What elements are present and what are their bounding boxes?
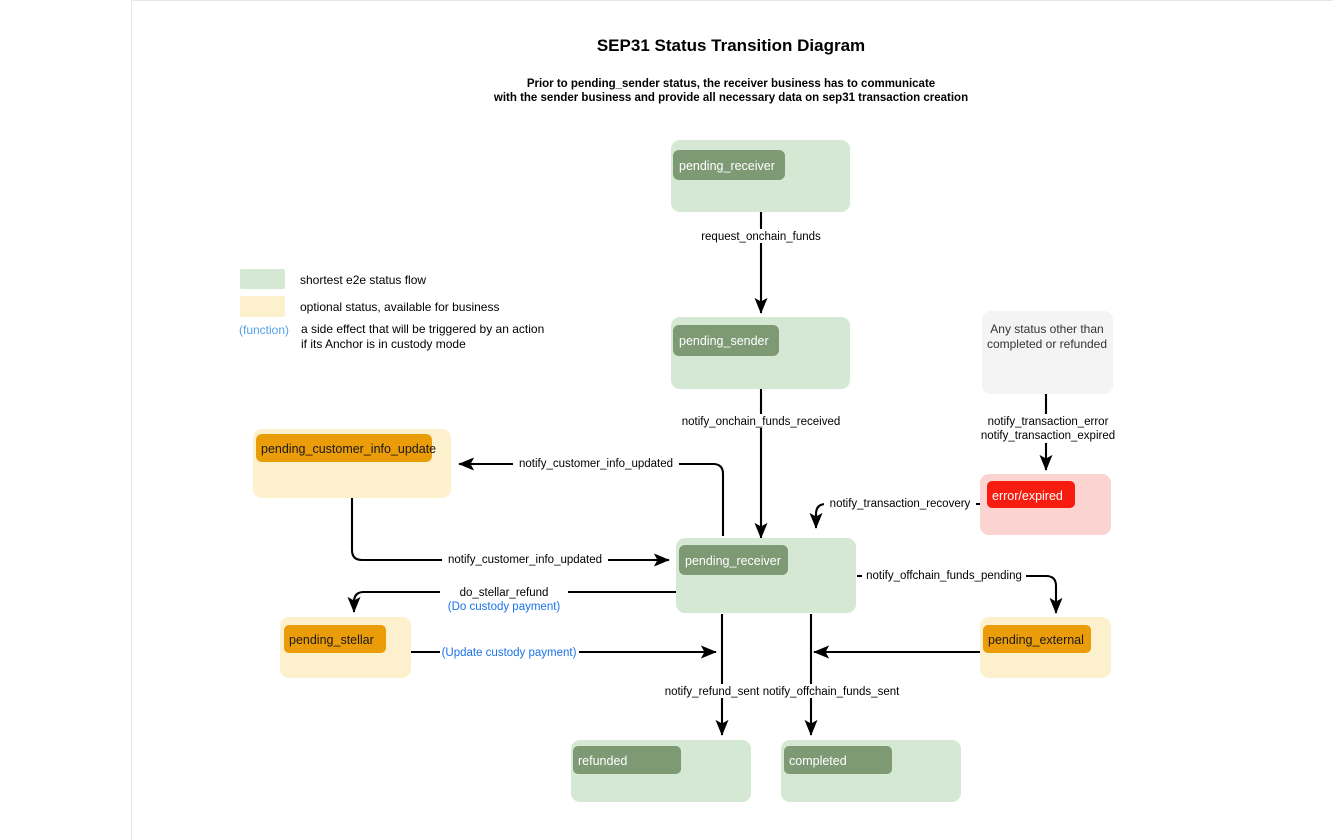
node-pending-receiver-mid[interactable]: pending_receiver	[676, 538, 856, 613]
node-pending-stellar[interactable]: pending_stellar	[280, 617, 411, 678]
edge-do-stellar-refund: do_stellar_refund (Do custody payment)	[347, 577, 676, 613]
edge-label-notify-refund-sent: notify_refund_sent	[665, 686, 760, 698]
node-label: refunded	[578, 754, 627, 768]
node-pending-customer-info-update[interactable]: pending_customer_info_update	[253, 429, 451, 498]
node-refunded[interactable]: refunded	[571, 740, 751, 802]
node-label: pending_receiver	[685, 554, 781, 568]
edge-notify-customer-info-updated-to-pci: notify_customer_info_updated	[458, 456, 725, 536]
node-label: error/expired	[992, 489, 1063, 503]
node-label: pending_external	[988, 633, 1084, 647]
edge-label-update-custody-payment: (Update custody payment)	[442, 647, 577, 659]
node-label: completed	[789, 754, 847, 768]
node-label: pending_sender	[679, 334, 769, 348]
node-label: pending_customer_info_update	[261, 442, 436, 456]
node-label-line-1: Any status other than	[990, 322, 1103, 336]
node-pending-sender[interactable]: pending_sender	[671, 317, 850, 389]
node-label: pending_receiver	[679, 159, 775, 173]
node-inner-box	[987, 481, 1075, 508]
node-label-line-2: completed or refunded	[987, 337, 1107, 351]
subtitle-line-1: Prior to pending_sender status, the rece…	[527, 78, 935, 90]
node-inner-box	[573, 746, 681, 774]
edge-label-do-custody-payment: (Do custody payment)	[448, 601, 561, 613]
legend-swatch-green	[240, 269, 285, 289]
node-inner-box	[256, 434, 432, 462]
node-inner-box	[284, 625, 386, 653]
node-pending-receiver-top[interactable]: pending_receiver	[671, 140, 850, 212]
node-inner-box	[673, 150, 785, 180]
edge-label-notify-offchain-funds-sent: notify_offchain_funds_sent	[763, 686, 900, 698]
legend-function-desc-2: if its Anchor is in custody mode	[301, 337, 466, 351]
edge-notify-offchain-funds-pending: notify_offchain_funds_pending	[857, 568, 1063, 614]
page-title: SEP31 Status Transition Diagram	[597, 36, 865, 55]
edge-notify-customer-info-updated-to-pr: notify_customer_info_updated	[350, 498, 670, 567]
node-inner-box	[679, 545, 788, 575]
edge-request-onchain-funds: request_onchain_funds	[694, 212, 829, 314]
node-any-status[interactable]: Any status other than completed or refun…	[982, 311, 1113, 394]
node-inner-box	[784, 746, 892, 774]
edge-label-notify-customer-info-updated-up: notify_customer_info_updated	[519, 458, 673, 470]
edge-notify-onchain-funds-received: notify_onchain_funds_received	[681, 389, 842, 539]
node-outer-box	[982, 311, 1113, 394]
edge-label-notify-offchain-funds-pending: notify_offchain_funds_pending	[866, 570, 1022, 582]
node-error-expired[interactable]: error/expired	[980, 474, 1111, 535]
edge-update-custody-payment: (Update custody payment)	[410, 644, 717, 659]
edge-label-notify-transaction-error: notify_transaction_error	[988, 416, 1109, 428]
edge-label-notify-onchain-funds-received: notify_onchain_funds_received	[682, 416, 841, 428]
legend-swatch-orange	[240, 296, 285, 317]
legend-function-desc-1: a side effect that will be triggered by …	[301, 322, 544, 336]
node-label: pending_stellar	[289, 633, 374, 647]
legend-function-key: (function)	[239, 323, 289, 337]
edge-label-do-stellar-refund: do_stellar_refund	[460, 587, 549, 599]
edge-label-notify-customer-info-updated-down: notify_customer_info_updated	[448, 554, 602, 566]
node-pending-external[interactable]: pending_external	[980, 617, 1111, 678]
legend-label-orange: optional status, available for business	[300, 300, 499, 314]
edge-notify-offchain-funds-sent: notify_offchain_funds_sent	[763, 614, 900, 736]
legend-label-green: shortest e2e status flow	[300, 273, 426, 287]
edge-notify-transaction-error-expired: notify_transaction_error notify_transact…	[981, 394, 1115, 471]
edge-label-notify-transaction-recovery: notify_transaction_recovery	[830, 498, 971, 510]
subtitle-line-2: with the sender business and provide all…	[493, 92, 968, 104]
edge-notify-refund-sent: notify_refund_sent	[660, 614, 766, 736]
node-completed[interactable]: completed	[781, 740, 961, 802]
edge-label-notify-transaction-expired: notify_transaction_expired	[981, 430, 1115, 442]
edge-notify-transaction-recovery: notify_transaction_recovery	[809, 496, 980, 529]
node-inner-box	[673, 325, 779, 356]
legend: shortest e2e status flow optional status…	[239, 269, 544, 351]
node-inner-box	[983, 625, 1091, 653]
edge-label-request-onchain-funds: request_onchain_funds	[701, 231, 821, 243]
